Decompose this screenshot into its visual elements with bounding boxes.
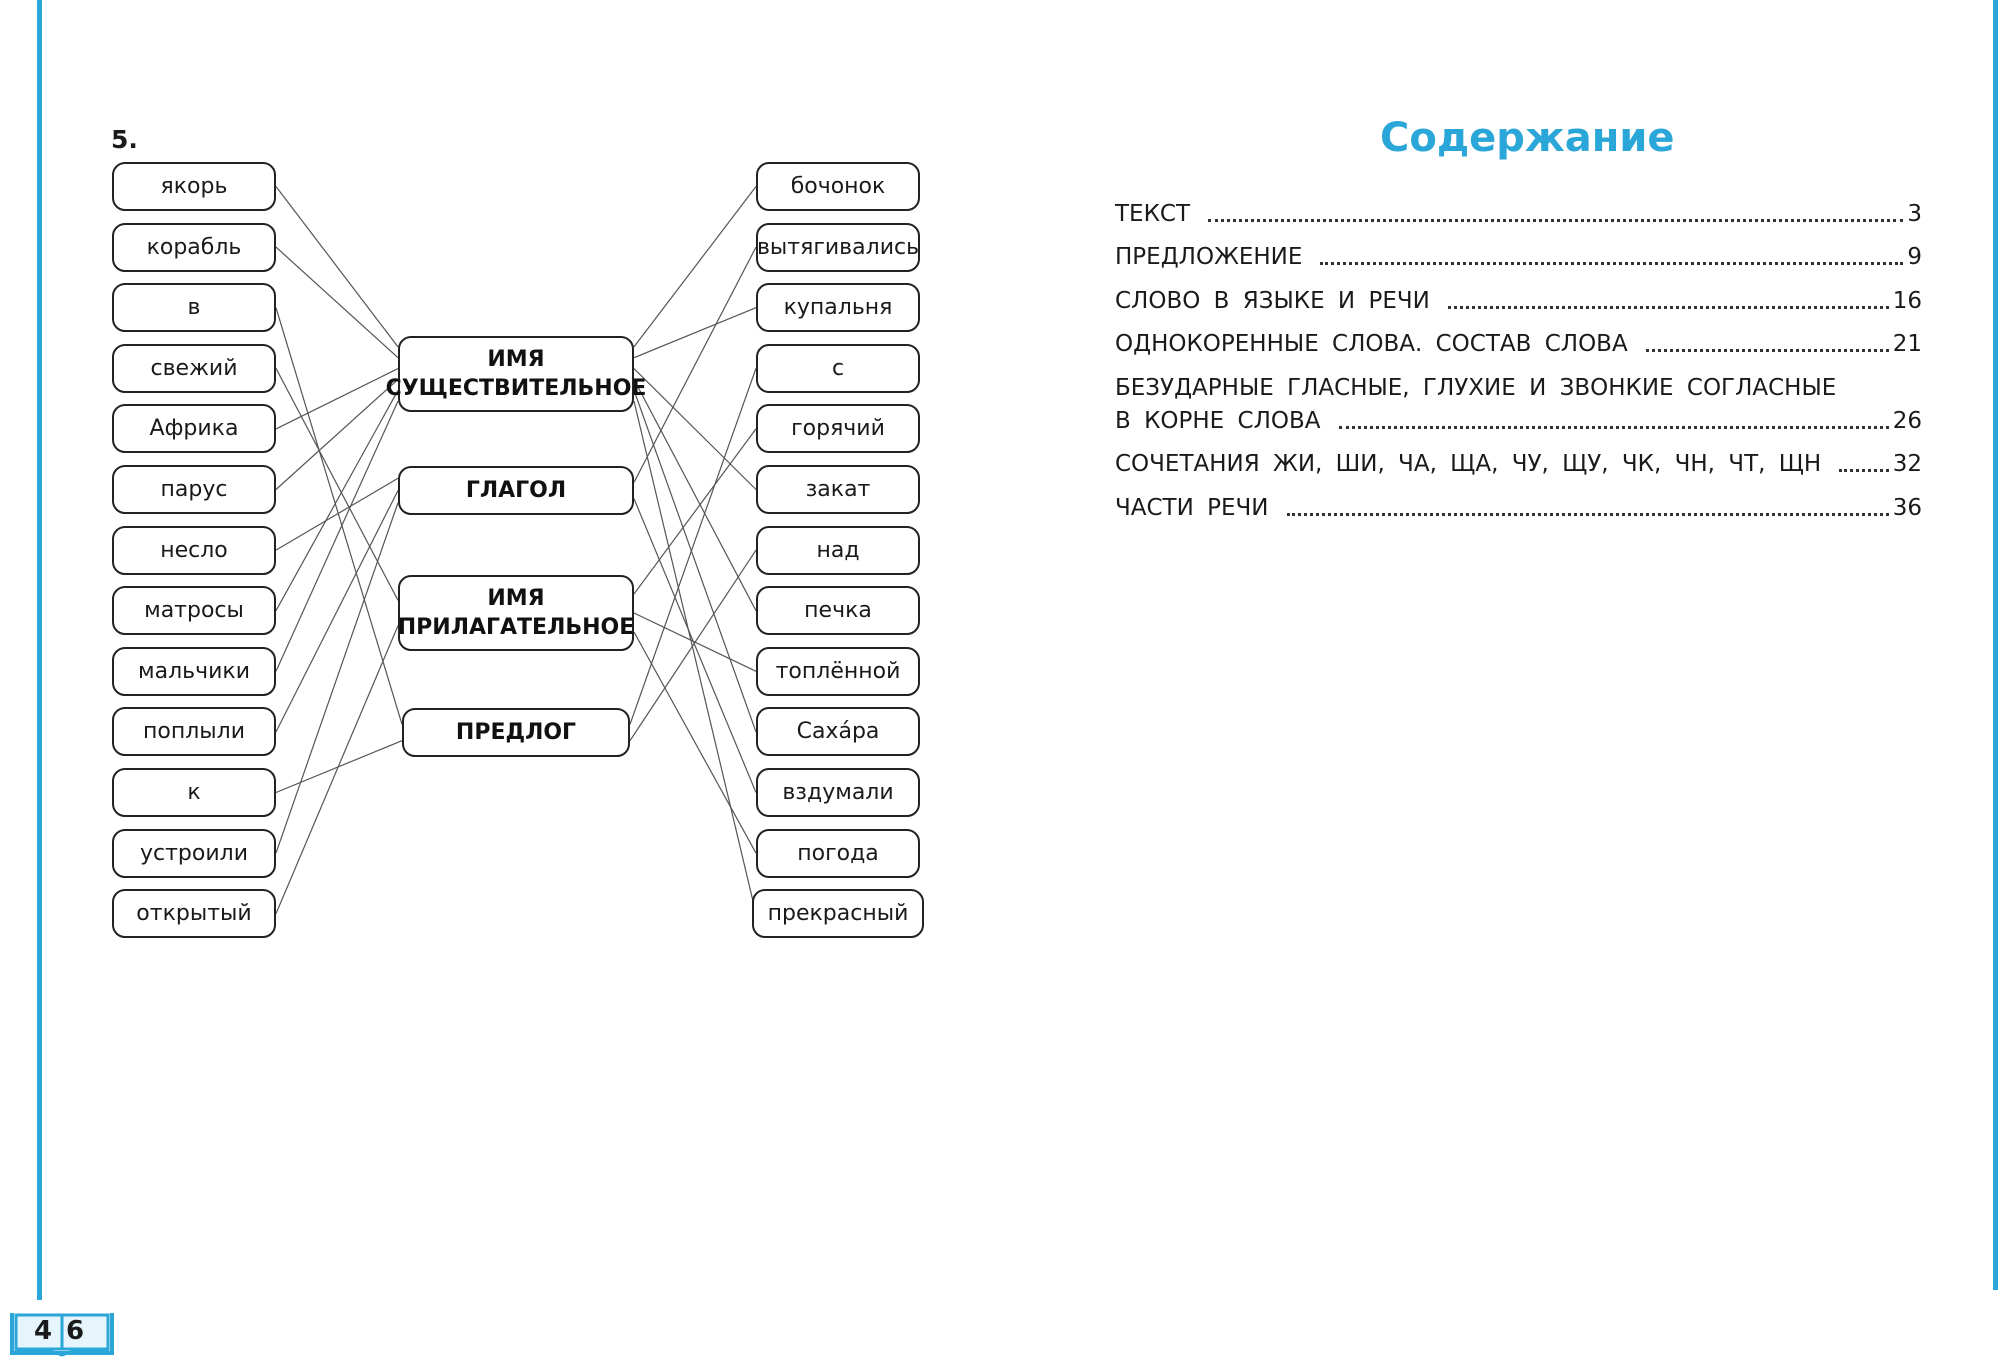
toc-title: Содержание (1380, 115, 1675, 161)
toc-leader-dots (1208, 219, 1904, 222)
right-word-box[interactable]: Сахáра (756, 707, 920, 757)
connection-line (633, 368, 757, 490)
left-word-box[interactable]: матросы (112, 586, 276, 636)
right-word-box[interactable]: вздумали (756, 768, 920, 817)
right-word-box[interactable]: вытягивались (756, 222, 920, 272)
toc-entry[interactable]: ТЕКСТ 3 (1115, 198, 1922, 230)
left-word-box[interactable]: несло (112, 525, 276, 575)
toc-entry-label: ТЕКСТ (1115, 201, 1191, 227)
left-word-box[interactable]: якорь (112, 162, 276, 211)
right-word-box[interactable]: над (756, 525, 920, 575)
toc-leader-dots (1338, 426, 1889, 429)
connection-line (633, 379, 757, 611)
connection-line (633, 186, 757, 348)
left-word-box[interactable]: корабль (112, 222, 276, 272)
toc-entry-label: СЛОВО В ЯЗЫКЕ И РЕЧИ (1115, 288, 1430, 314)
right-word-box[interactable]: закат (756, 465, 920, 514)
toc-entry-page: 3 (1907, 201, 1922, 227)
connection-line (633, 307, 757, 359)
toc-entry[interactable]: ЧАСТИ РЕЧИ 36 (1115, 492, 1922, 524)
toc-entry-page: 36 (1892, 495, 1922, 521)
left-word-box[interactable]: устроили (112, 828, 276, 878)
toc-entry-label: В КОРНЕ СЛОВА (1115, 408, 1321, 434)
part-of-speech-label: ПРИЛАГАТЕЛЬНОЕ (397, 615, 635, 640)
left-word-box[interactable]: Африка (112, 404, 276, 454)
toc-entry[interactable]: В КОРНЕ СЛОВА 26 (1115, 405, 1922, 437)
right-word-box[interactable]: купальня (756, 283, 920, 333)
connection-line (275, 502, 399, 854)
exercise-number: 5. (111, 125, 138, 154)
connection-line (275, 368, 399, 430)
connection-line (275, 389, 399, 611)
part-of-speech-label: ГЛАГОЛ (465, 478, 567, 503)
right-word-box[interactable]: погода (756, 828, 920, 878)
connection-line (633, 631, 757, 854)
part-of-speech-label: ИМЯ (487, 586, 545, 611)
right-word-box[interactable]: печка (756, 586, 920, 636)
right-word-box[interactable]: прекрасный (752, 889, 924, 939)
toc-entry-label: ЧАСТИ РЕЧИ (1115, 495, 1269, 521)
left-word-box[interactable]: в (112, 283, 276, 333)
connection-line (275, 368, 399, 601)
right-margin-line (1993, 0, 1998, 1290)
toc-entry-page: 26 (1892, 408, 1922, 434)
toc-entry-label: ОДНОКОРЕННЫЕ СЛОВА. СОСТАВ СЛОВА (1115, 331, 1628, 357)
connection-line (633, 498, 757, 793)
toc-leader-dots (1286, 513, 1889, 516)
toc-leader-dots (1645, 349, 1889, 352)
page-number-right: 6 (65, 1316, 85, 1346)
toc-entry-label-line1: БЕЗУДАРНЫЕ ГЛАСНЫЕ, ГЛУХИЕ И ЗВОНКИЕ СОГ… (1115, 375, 1837, 401)
left-word-box[interactable]: парус (112, 465, 276, 514)
page-number-left: 4 (33, 1316, 53, 1346)
toc-leader-dots (1839, 469, 1889, 472)
connection-line (633, 428, 757, 595)
connection-line (275, 378, 399, 490)
part-of-speech-label: ПРЕДЛОГ (455, 720, 577, 745)
left-word-box[interactable]: к (112, 768, 276, 817)
connection-line (275, 490, 399, 733)
left-word-box[interactable]: свежий (112, 343, 276, 393)
right-word-box[interactable]: бочонок (756, 162, 920, 211)
toc-entry-label: ПРЕДЛОЖЕНИЕ (1115, 244, 1303, 270)
connection-line (275, 186, 399, 348)
toc-entry-page: 21 (1892, 331, 1922, 357)
toc-leader-dots (1447, 306, 1889, 309)
toc-entry[interactable]: ОДНОКОРЕННЫЕ СЛОВА. СОСТАВ СЛОВА 21 (1115, 328, 1922, 360)
connection-line (633, 401, 757, 914)
toc-entry[interactable]: ПРЕДЛОЖЕНИЕ 9 (1115, 241, 1922, 273)
connection-line (633, 390, 757, 733)
right-word-box[interactable]: горячий (756, 404, 920, 454)
connection-line (629, 549, 757, 741)
toc-leader-dots (1320, 262, 1904, 265)
connection-line (275, 625, 399, 914)
connection-line (633, 612, 757, 672)
part-of-speech-box[interactable]: ГЛАГОЛ (398, 466, 634, 515)
book-icon (10, 1313, 114, 1357)
toc-entry-page: 32 (1892, 451, 1922, 477)
toc-entry[interactable]: СОЧЕТАНИЯ ЖИ, ШИ, ЧА, ЩА, ЧУ, ЩУ, ЧК, ЧН… (1115, 448, 1922, 480)
connection-line (275, 400, 399, 672)
left-word-box[interactable]: открытый (112, 889, 276, 939)
toc-entry-label: СОЧЕТАНИЯ ЖИ, ШИ, ЧА, ЩА, ЧУ, ЩУ, ЧК, ЧН… (1115, 451, 1822, 477)
toc-entry-page: 9 (1907, 244, 1922, 270)
left-margin-line (37, 0, 42, 1300)
connection-line (633, 246, 757, 483)
connection-line (275, 307, 403, 725)
connection-line (275, 477, 399, 551)
toc-entry[interactable]: СЛОВО В ЯЗЫКЕ И РЕЧИ 16 (1115, 285, 1922, 317)
part-of-speech-label: ИМЯ (487, 347, 545, 372)
left-word-box[interactable]: поплыли (112, 707, 276, 757)
connection-line (275, 740, 403, 794)
part-of-speech-label: СУЩЕСТВИТЕЛЬНОЕ (385, 376, 647, 401)
connection-line (275, 246, 399, 359)
right-word-box[interactable]: топлённой (756, 646, 920, 696)
part-of-speech-box[interactable]: ИМЯ СУЩЕСТВИТЕЛЬНОЕ (386, 336, 646, 412)
toc-entry-page: 16 (1892, 288, 1922, 314)
connection-line (629, 368, 757, 725)
part-of-speech-box[interactable]: ИМЯ ПРИЛАГАТЕЛЬНОЕ (398, 575, 634, 651)
left-word-box[interactable]: мальчики (112, 646, 276, 696)
part-of-speech-box[interactable]: ПРЕДЛОГ (402, 708, 630, 757)
right-word-box[interactable]: с (756, 343, 920, 393)
